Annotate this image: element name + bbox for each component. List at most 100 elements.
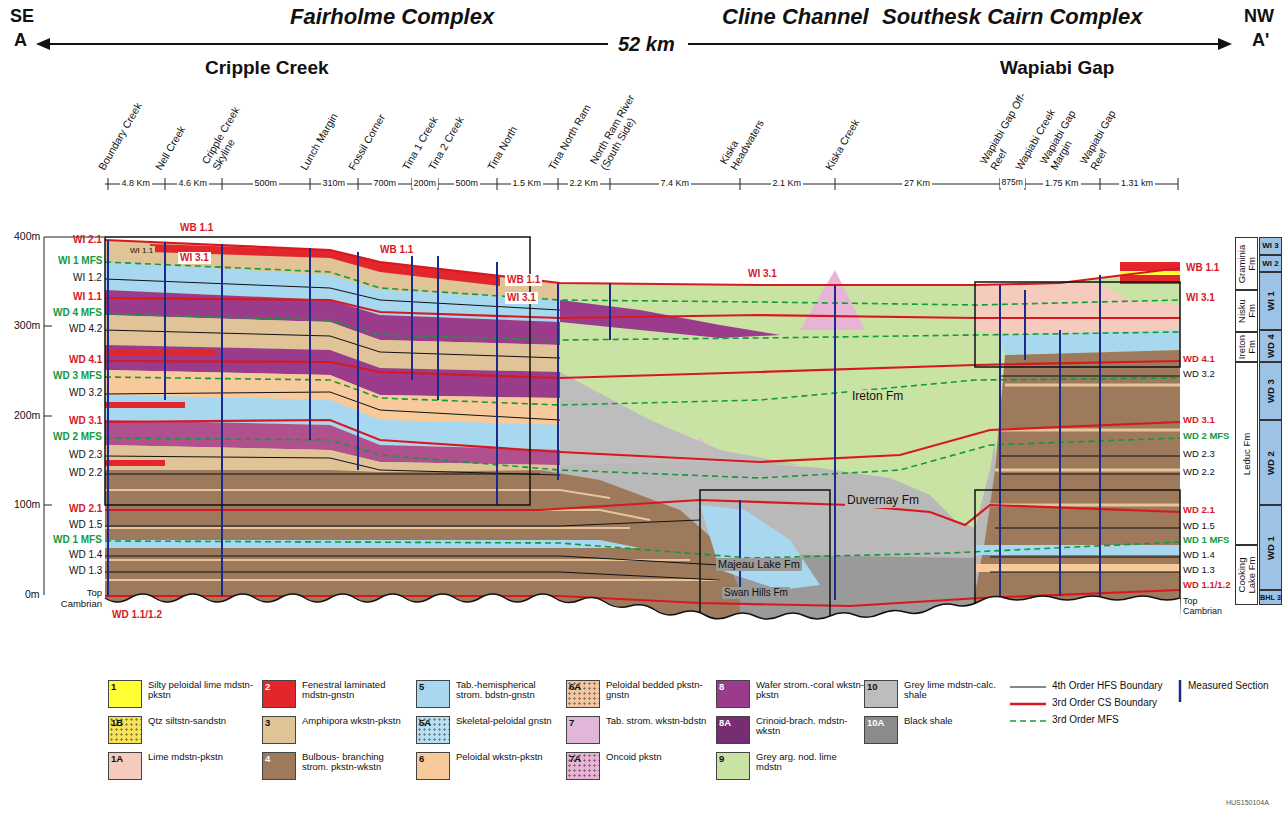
section-name: Tina North Ram: [546, 102, 593, 172]
legend-text: Qtz siltstn-sandstn: [148, 716, 256, 726]
sequence-box: WD 3: [1259, 362, 1282, 420]
boundary-label: WD 2.1: [1183, 505, 1215, 516]
basin-fill: [800, 270, 865, 330]
boundary-label: WD 4.1: [69, 354, 102, 366]
facies-number: 8A: [719, 718, 731, 729]
facies-number: 5A: [419, 718, 431, 729]
facies-number: 9: [719, 754, 724, 765]
boundary-label: WD 3.1: [69, 415, 102, 427]
basin-fill: [105, 240, 1180, 620]
axis-ticks: [44, 237, 104, 595]
legend-text: Crinoid-brach. mdstn-wkstn: [756, 716, 864, 737]
section-end-label: A: [14, 30, 27, 51]
boundary-label: WD 4.2: [69, 323, 102, 335]
legend-line-sample: [1010, 720, 1046, 722]
reef-fill: [970, 350, 1180, 620]
reef-fill: [975, 283, 1180, 335]
boundary-label: WD 3 MFS: [53, 370, 102, 382]
facies-number: 6: [419, 754, 424, 765]
legend-text: Grey lime mdstn-calc. shale: [904, 680, 1002, 701]
boundary-label: WI 1.1: [73, 291, 102, 303]
header-arrow: [36, 38, 50, 50]
section-end-label: NW: [1244, 6, 1274, 27]
boundary-label: WI 3.1: [1186, 292, 1215, 304]
distance-scale: [1178, 178, 1179, 190]
distance-label: 1.31 km: [1119, 178, 1155, 188]
boundary-label: WB 1.1: [1186, 262, 1219, 274]
complex-title: Cline Channel: [722, 4, 869, 29]
section-name: North Ram River (South Side): [587, 89, 649, 172]
facies-number: 5: [419, 682, 424, 693]
cs-boundary: [105, 240, 1180, 606]
box-text: WD 1: [1266, 507, 1276, 588]
detail-box: [975, 282, 1180, 367]
axis-label: 300m: [14, 319, 40, 331]
measured-section: [999, 285, 1001, 596]
measured-section: [357, 252, 359, 470]
boundary-label: WD 1 MFS: [53, 534, 102, 546]
platform-bands: [560, 300, 780, 338]
facies-number: 1: [111, 682, 116, 693]
boundary-label: WD 3.2: [69, 387, 102, 399]
formation-box: Graminia Fm: [1235, 237, 1258, 290]
distance-scale: [835, 178, 836, 190]
legend-text: 4th Order HFS Boundary: [1052, 680, 1163, 691]
axis-label: Top Cambrian: [44, 588, 102, 610]
hfs-boundary: [105, 456, 560, 475]
hfs-boundary: [105, 556, 720, 565]
legend-text: 3rd Order CS Boundary: [1052, 697, 1157, 708]
legend-text: Skeletal-peloidal gnstn: [456, 716, 564, 726]
boundary-label: WD 1.5: [69, 519, 102, 531]
boundary-label: WD 2 MFS: [1183, 431, 1229, 442]
formation-label: Swan Hills Fm: [722, 587, 790, 599]
section-name: Tina North: [485, 124, 520, 172]
section-end-label: A': [1252, 30, 1269, 51]
reef-fill: [970, 262, 1180, 620]
boundary-label: WD 1.4: [1183, 550, 1215, 561]
area-title: Cripple Creek: [205, 57, 329, 79]
box-text: WD 3: [1266, 364, 1276, 418]
distance-label: 1.75 Km: [1043, 178, 1081, 188]
hfs-boundary: [105, 520, 700, 526]
mfs-line: [105, 541, 1180, 558]
measured-section: [1024, 290, 1026, 360]
distance-label: 500m: [454, 178, 481, 188]
platform-bands: [105, 460, 165, 466]
boundary-label: WD 3.1: [1183, 415, 1215, 426]
box-text: WI 1: [1266, 274, 1276, 328]
area-title: Wapiabi Gap: [1000, 57, 1114, 79]
boundary-label: WI 1.1: [128, 246, 155, 255]
platform-bands: [105, 402, 185, 408]
sequence-box: BHL 3: [1259, 590, 1282, 605]
legend-text: Amphipora wkstn-pkstn: [302, 716, 410, 726]
axis-label: Top Cambrian: [1183, 596, 1233, 617]
cs-boundary: [105, 298, 1180, 318]
facies-number: 7: [569, 718, 574, 729]
cs-boundary: [105, 240, 1180, 285]
distance-label: 310m: [321, 178, 348, 188]
legend-text: Peloidal wkstn-pkstn: [456, 752, 564, 762]
measured-section: [164, 242, 166, 400]
measured-section: [108, 240, 1100, 600]
formation-label: Duvernay Fm: [845, 494, 921, 508]
facies-number: 10: [867, 682, 878, 693]
distance-label: 500m: [253, 178, 280, 188]
platform-stripes: [105, 559, 690, 561]
hfs-boundary: [105, 474, 540, 475]
distance-scale: [740, 178, 741, 190]
axis-label: 200m: [14, 409, 40, 421]
header-arrow: [1218, 38, 1232, 50]
reef-fill: [975, 564, 1180, 572]
facies-number: 4: [265, 754, 270, 765]
legend-text: Tab.-hemispherical strom. bdstn-gnstn: [456, 680, 564, 701]
axis-ticks: [44, 326, 52, 327]
hfs-boundary: [105, 330, 560, 358]
legend-text: 3rd Order MFS: [1052, 714, 1119, 725]
axis-label: 400m: [14, 230, 40, 242]
legend-text: Measured Section: [1188, 680, 1274, 691]
legend-text: Fenestral laminated mdstn-gnstn: [302, 680, 410, 701]
hfs-boundary: [105, 392, 560, 420]
distance-label: 2.2 Km: [568, 178, 601, 188]
boundary-label: WD 2.3: [1183, 449, 1215, 460]
legend-line-sample: [1010, 703, 1046, 706]
